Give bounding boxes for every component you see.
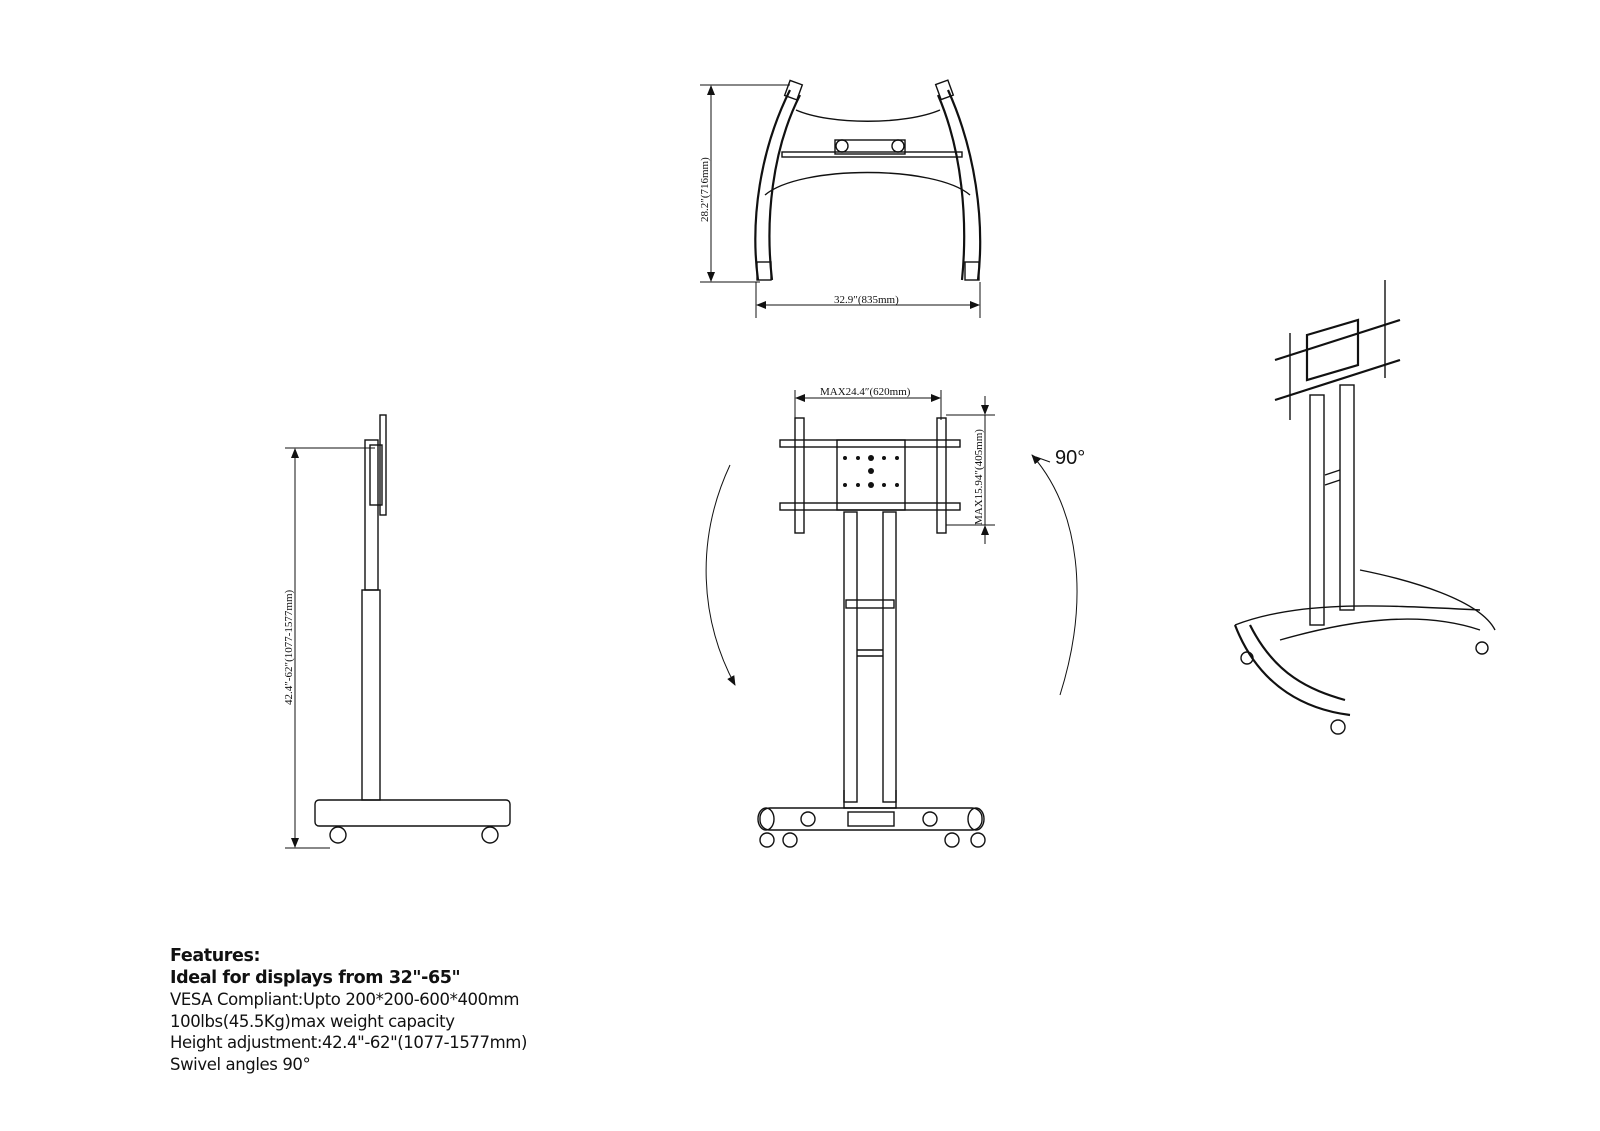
perspective-view bbox=[1233, 280, 1496, 735]
top-view: 28.2″(716mm) 32.9″(835mm) bbox=[699, 79, 982, 318]
top-width-label: 32.9″(835mm) bbox=[834, 294, 899, 306]
features-heading: Features: bbox=[170, 946, 261, 966]
feature-item: Height adjustment:42.4"-62"(1077-1577mm) bbox=[170, 1033, 528, 1052]
side-height-label: 42.4″-62″(1077-1577mm) bbox=[283, 589, 295, 705]
swivel-angle-label: 90° bbox=[1055, 447, 1085, 469]
feature-item: Swivel angles 90° bbox=[170, 1054, 311, 1074]
top-height-label: 28.2″(716mm) bbox=[699, 157, 711, 222]
features-list: Features: Ideal for displays from 32"-65… bbox=[170, 946, 527, 1075]
side-view: 42.4″-62″(1077-1577mm) bbox=[283, 414, 511, 849]
front-view: MAX24.4″(620mm) MAX15.94″(405mm) 90° bbox=[705, 386, 1085, 848]
feature-item: Ideal for displays from 32"-65" bbox=[170, 967, 461, 988]
feature-item: 100lbs(45.5Kg)max weight capacity bbox=[170, 1011, 455, 1031]
vesa-width-label: MAX24.4″(620mm) bbox=[820, 386, 911, 398]
vesa-height-label: MAX15.94″(405mm) bbox=[973, 429, 985, 525]
feature-item: VESA Compliant:Upto 200*200-600*400mm bbox=[170, 990, 520, 1009]
